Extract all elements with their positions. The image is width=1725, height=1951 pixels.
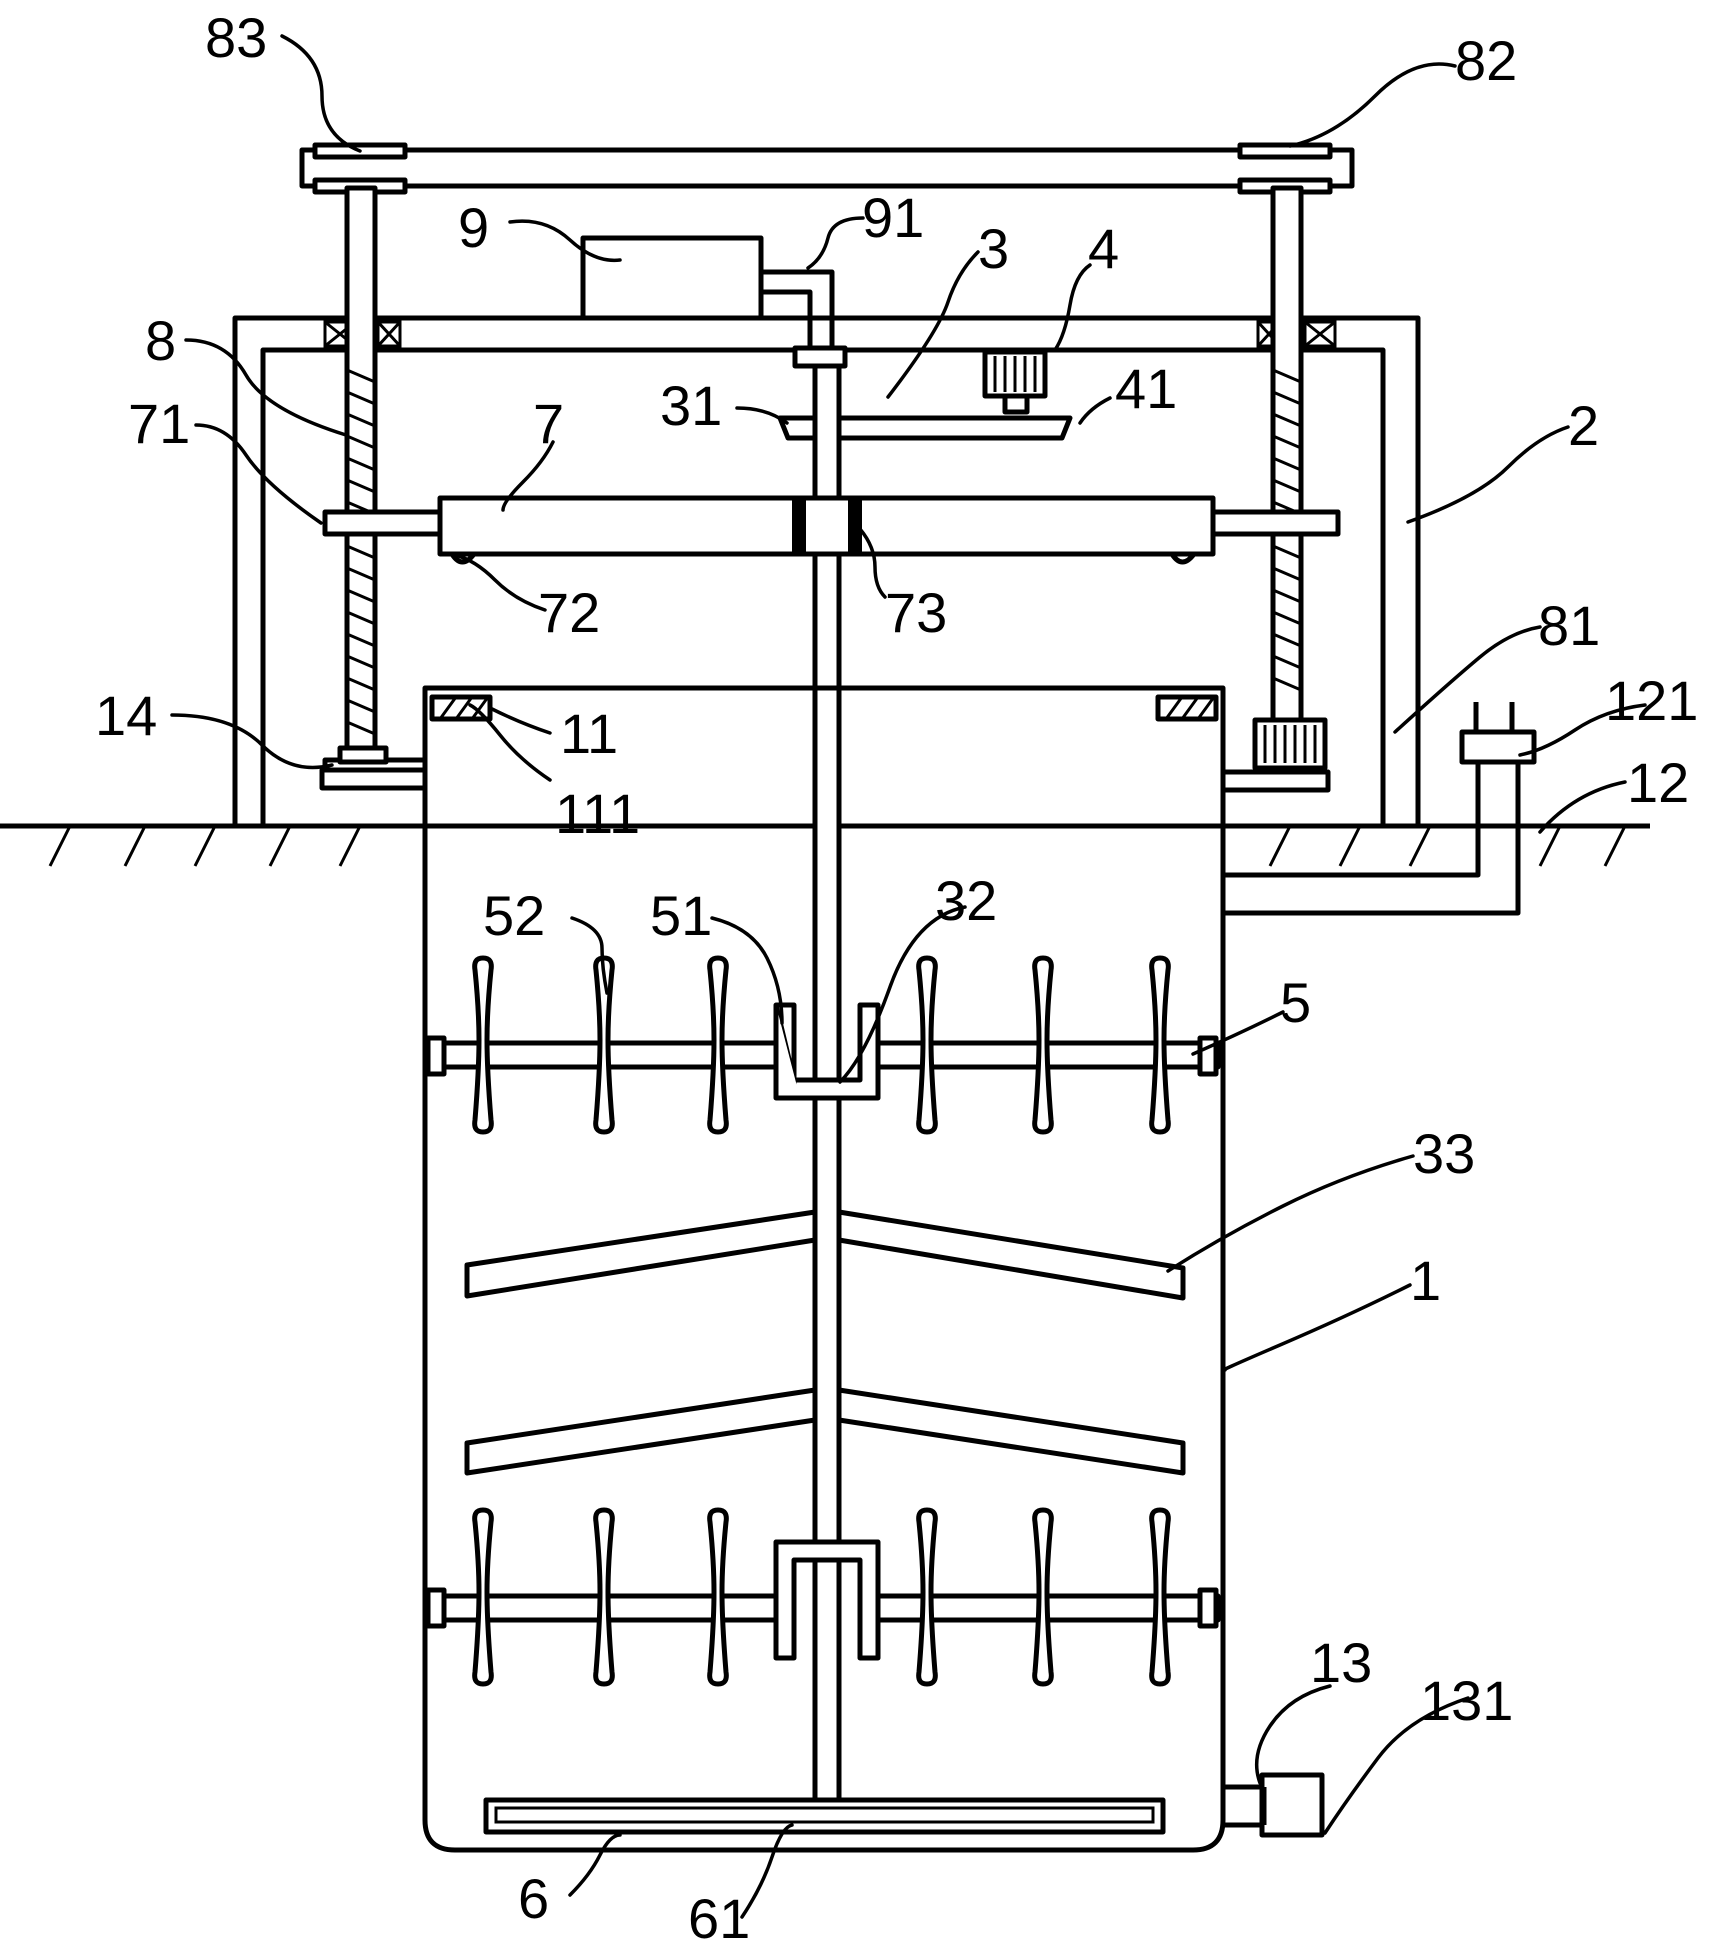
label-33: 33: [1413, 1122, 1475, 1185]
label-6: 6: [518, 1867, 549, 1930]
label-2: 2: [1568, 394, 1599, 457]
label-1: 1: [1410, 1249, 1441, 1312]
tank: [319, 685, 1331, 1853]
outlet-pipe: [1223, 1772, 1325, 1838]
label-8: 8: [145, 309, 176, 372]
label-14: 14: [95, 684, 157, 747]
label-4: 4: [1088, 217, 1119, 280]
label-3: 3: [978, 217, 1009, 280]
labels: 83 82 9 91 3 4 8 71 7 31 41 2 72 73 81 1…: [95, 6, 1698, 1950]
label-81: 81: [1538, 594, 1600, 657]
label-111: 111: [555, 782, 640, 845]
label-13: 13: [1310, 1631, 1372, 1694]
label-9: 9: [458, 196, 489, 259]
paddles-lower: [472, 1507, 1171, 1687]
bottom-plate: [483, 1797, 1166, 1835]
paddles-upper: [472, 955, 1171, 1135]
label-71: 71: [128, 392, 190, 455]
motor-81: [1252, 717, 1328, 771]
label-52: 52: [483, 884, 545, 947]
label-83: 83: [205, 6, 267, 69]
label-12: 12: [1627, 751, 1689, 814]
label-7: 7: [533, 392, 564, 455]
cross-beam-7: [322, 495, 1341, 565]
label-72: 72: [538, 581, 600, 644]
leader-lines: [170, 34, 1647, 1919]
box-9: [580, 235, 848, 369]
label-31: 31: [660, 374, 722, 437]
label-5: 5: [1280, 971, 1311, 1034]
label-73: 73: [885, 581, 947, 644]
label-32: 32: [935, 869, 997, 932]
label-131: 131: [1420, 1669, 1513, 1732]
inlet-pipe: [1223, 702, 1537, 916]
label-51: 51: [650, 884, 712, 947]
label-11: 11: [560, 702, 618, 765]
label-82: 82: [1455, 29, 1517, 92]
label-61: 61: [688, 1887, 750, 1950]
inclined-blades: [464, 1209, 1186, 1476]
label-121: 121: [1605, 669, 1698, 732]
label-91: 91: [862, 186, 924, 249]
plate-31: [777, 349, 1073, 441]
label-41: 41: [1115, 357, 1177, 420]
top-belt: [299, 142, 1355, 195]
